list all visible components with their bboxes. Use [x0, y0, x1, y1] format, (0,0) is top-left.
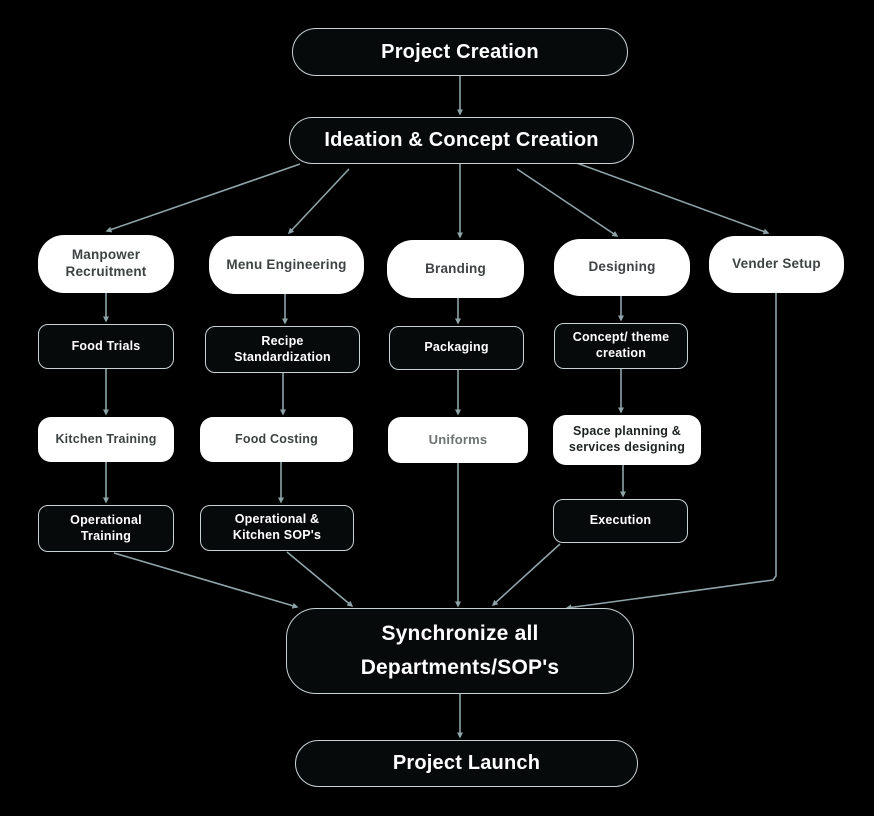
connector-line — [105, 163, 301, 233]
node-designing: Designing — [554, 239, 690, 296]
node-food-trials: Food Trials — [38, 324, 174, 369]
node-space-planning-services-designing: Space planning & services designing — [553, 415, 701, 465]
node-vender-setup: Vender Setup — [709, 236, 844, 293]
connector-line — [286, 551, 354, 607]
node-synchronize-all-departments-sops: Synchronize all Departments/SOP's — [286, 608, 634, 694]
node-operational-training: Operational Training — [38, 505, 174, 552]
node-ideation-concept-creation: Ideation & Concept Creation — [289, 117, 634, 164]
node-uniforms: Uniforms — [388, 417, 528, 463]
connector-line — [287, 168, 350, 235]
connector-line — [565, 293, 777, 611]
node-branding: Branding — [387, 240, 524, 298]
node-menu-engineering: Menu Engineering — [209, 236, 364, 294]
node-project-creation: Project Creation — [292, 28, 628, 76]
node-recipe-standardization: Recipe Standardization — [205, 326, 360, 373]
connector-line — [516, 168, 619, 237]
node-kitchen-training: Kitchen Training — [38, 417, 174, 462]
node-packaging: Packaging — [389, 326, 524, 370]
connector-line — [113, 552, 299, 609]
node-concept-theme-creation: Concept/ theme creation — [554, 323, 688, 369]
connector-line — [491, 543, 561, 607]
connector-line — [573, 161, 770, 235]
node-food-costing: Food Costing — [200, 417, 353, 462]
node-operational-kitchen-sops: Operational & Kitchen SOP's — [200, 505, 354, 551]
node-manpower-recruitment: Manpower Recruitment — [38, 235, 174, 293]
node-execution: Execution — [553, 499, 688, 543]
node-project-launch: Project Launch — [295, 740, 638, 787]
